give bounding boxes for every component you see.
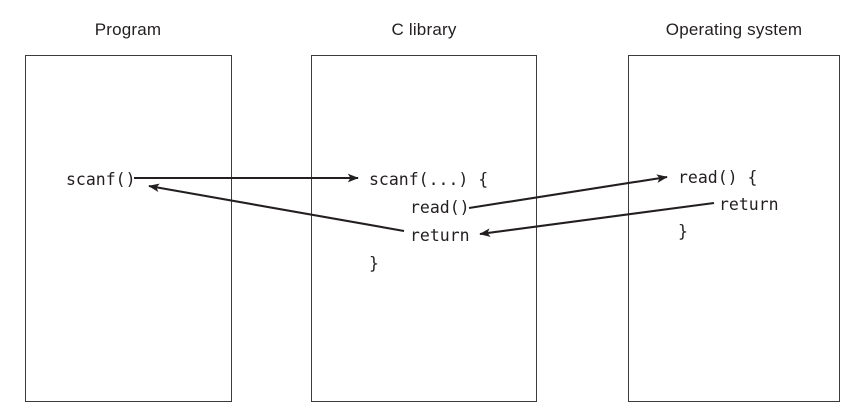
clibrary-code-close-brace: } bbox=[369, 254, 379, 273]
program-panel bbox=[25, 55, 232, 402]
column-title-operating-system: Operating system bbox=[665, 20, 803, 39]
clibrary-code-return: return bbox=[410, 226, 470, 245]
os-code-return: return bbox=[719, 195, 779, 214]
column-title-program: Program bbox=[94, 20, 162, 39]
program-code-scanf-call: scanf() bbox=[66, 170, 136, 189]
os-code-read-def: read() { bbox=[678, 168, 758, 187]
column-title-c-library: C library bbox=[391, 20, 457, 39]
clibrary-code-scanf-def: scanf(...) { bbox=[369, 170, 489, 189]
operating-system-panel bbox=[628, 55, 840, 402]
clibrary-code-read-call: read() bbox=[410, 198, 470, 217]
os-code-close-brace: } bbox=[678, 222, 688, 241]
